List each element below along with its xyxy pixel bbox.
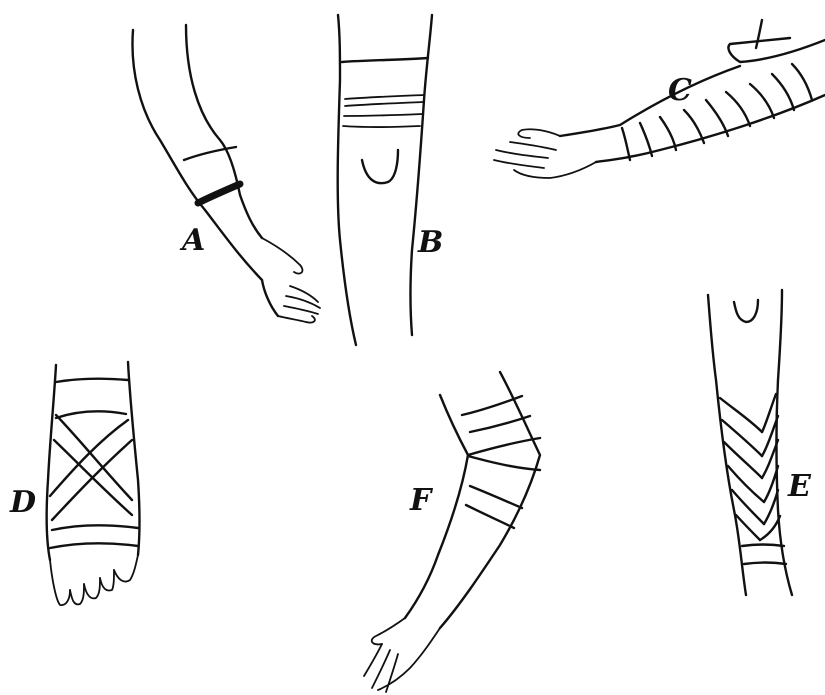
figure-f-bandage bbox=[462, 396, 540, 528]
figure-d-foot-bandage: D bbox=[9, 362, 140, 605]
figure-c-arm-outline bbox=[494, 20, 825, 178]
figure-d-label: D bbox=[9, 485, 36, 520]
figure-a-label: A bbox=[179, 223, 205, 258]
figure-b-leg-outline bbox=[338, 15, 432, 345]
figure-c-label: C bbox=[668, 73, 692, 108]
figure-e-leg-outline bbox=[708, 290, 792, 595]
figure-b-bandage bbox=[342, 58, 428, 127]
figure-b-label: B bbox=[417, 225, 443, 260]
figure-c-spiral-bandage: C bbox=[494, 20, 825, 178]
figure-f-label: F bbox=[409, 483, 434, 518]
figure-a-arm-outline bbox=[132, 25, 320, 323]
figure-d-bandage bbox=[50, 411, 138, 548]
figure-e-leg-bandage: E bbox=[708, 290, 812, 595]
figure-f-elbow-bandage: F bbox=[364, 372, 540, 692]
figure-e-label: E bbox=[787, 469, 812, 504]
figure-a-circular-bandage: A bbox=[132, 25, 320, 323]
figure-b-knee-bandage: B bbox=[338, 15, 444, 345]
